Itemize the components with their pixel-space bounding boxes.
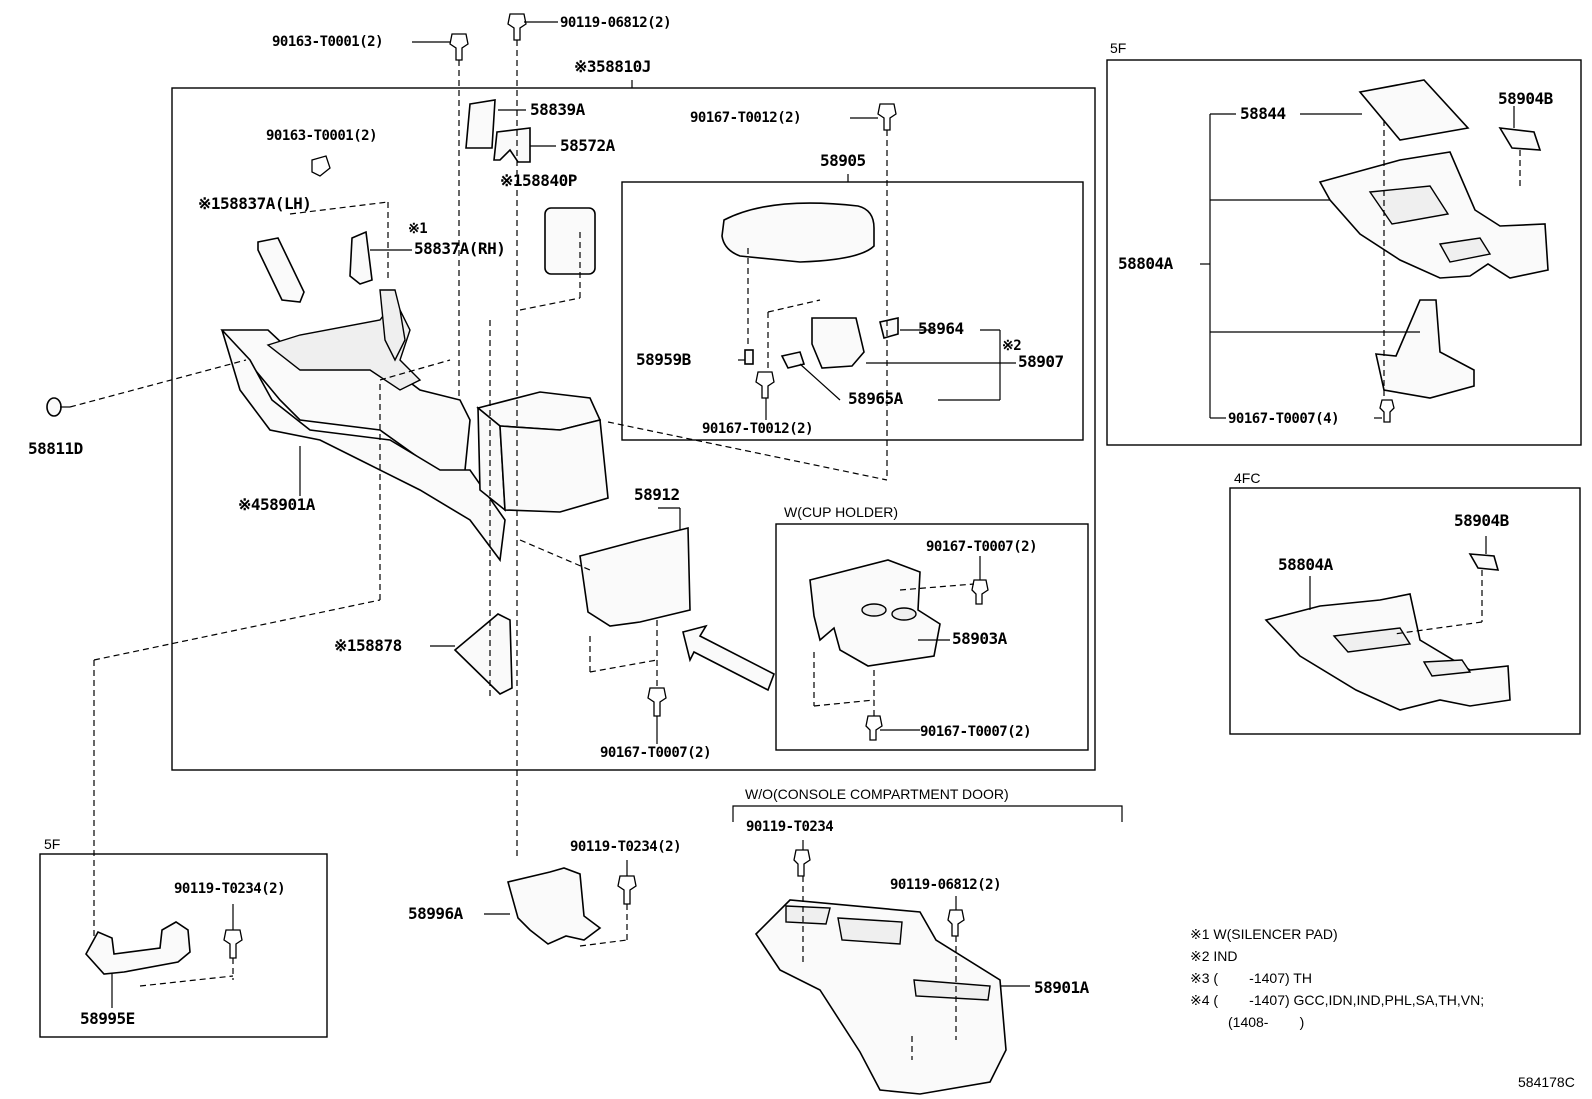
part-label-58804A-5f: 58804A (1118, 254, 1173, 273)
5f-bracket-frame (39, 853, 328, 1038)
part-label-58839A: 58839A (530, 100, 585, 119)
part-label-90119-06812-wo: 90119-06812(2) (890, 877, 1002, 893)
part-label-58905: 58905 (820, 151, 866, 170)
part-label-90163-top: 90163-T0001(2) (272, 34, 384, 50)
part-label-58837A-lh: ※158837A(LH) (198, 194, 312, 213)
part-label-90119-T0234-center: 90119-T0234(2) (570, 839, 682, 855)
variant-label-5f-bottom: 5F (44, 836, 61, 852)
part-label-90119-top: 90119-06812(2) (560, 15, 672, 31)
part-label-58907: 58907 (1018, 352, 1064, 371)
part-label-90167-T0012-bot: 90167-T0012(2) (702, 421, 814, 437)
main-assembly-frame (171, 87, 1096, 771)
console-58901A-wo (754, 899, 1007, 1095)
variant-label-5f-top: 5F (1110, 40, 1127, 56)
figure-id: 584178C (1518, 1074, 1575, 1090)
shift-boot (1374, 299, 1475, 399)
5f-variant-frame (1106, 59, 1582, 446)
clip-58904B-4fc (1468, 553, 1500, 571)
bracket-58964 (879, 317, 899, 339)
note-4: ※4 ( -1407) GCC,IDN,IND,PHL,SA,TH,VN; (1190, 992, 1485, 1008)
note-3: ※3 ( -1407) TH (1190, 970, 1312, 986)
silencer-pad-58878 (453, 613, 513, 695)
note-1: ※1 W(SILENCER PAD) (1190, 926, 1338, 942)
part-58572A (493, 127, 531, 163)
part-label-58844: 58844 (1240, 104, 1286, 123)
part-label-90167-T0007-cup-top: 90167-T0007(2) (926, 539, 1038, 555)
rear-panel-58912 (579, 526, 691, 627)
part-label-90167-T0012-top: 90167-T0012(2) (690, 110, 802, 126)
armrest-lid-58905 (721, 202, 875, 263)
part-label-58912: 58912 (634, 485, 680, 504)
center-console-body (220, 289, 506, 563)
silencer-pad-58837A-lh (257, 237, 305, 303)
clip-58904B-5f (1498, 127, 1542, 151)
part-label-58837A-rh: 58837A(RH) (414, 239, 506, 258)
bracket-58995E (85, 921, 191, 975)
cup-holder-frame (775, 523, 1089, 751)
cup-holder-58903A (809, 559, 941, 667)
part-label-58996A: 58996A (408, 904, 463, 923)
part-label-58837A-rh-mark: ※1 (408, 221, 428, 237)
variant-label-4fc: 4FC (1234, 470, 1261, 486)
part-label-58572A: 58572A (560, 136, 615, 155)
bracket-58996A (507, 867, 602, 945)
silencer-pad-58840P (544, 207, 596, 275)
assembly-lines (69, 40, 1521, 1060)
variant-label-wo-console: W/O(CONSOLE COMPARTMENT DOOR) (745, 786, 1009, 802)
shift-bezel-58804A-5f (1318, 151, 1549, 279)
part-label-58964: 58964 (918, 319, 964, 338)
part-label-90167-T0007-5f: 90167-T0007(4) (1228, 411, 1340, 427)
part-label-58903A: 58903A (952, 629, 1007, 648)
part-label-58840P: ※158840P (500, 171, 577, 190)
plate-58965A (780, 351, 806, 369)
pin-58959B (744, 349, 754, 365)
part-label-58959B: 58959B (636, 350, 691, 369)
shift-bezel-58804A-4fc (1264, 593, 1511, 711)
armrest-detail-frame (621, 181, 1084, 441)
part-58839A (465, 99, 496, 149)
part-label-58804A-4fc: 58804A (1278, 555, 1333, 574)
note-2: ※2 IND (1190, 948, 1238, 964)
console-compartment (476, 391, 609, 513)
part-label-90119-T0234-wo: 90119-T0234 (746, 819, 834, 835)
4fc-variant-frame (1229, 487, 1581, 735)
part-label-58907-mark: ※2 (1002, 338, 1022, 354)
leader-lines (111, 21, 1515, 1008)
clip-58811D (46, 397, 70, 417)
part-label-58810J: ※358810J (574, 57, 651, 76)
part-label-90167-T0007-main: 90167-T0007(2) (600, 745, 712, 761)
part-label-58811D: 58811D (28, 439, 83, 458)
part-label-58904B-4fc: 58904B (1454, 511, 1509, 530)
shift-plate-58844 (1358, 79, 1470, 141)
part-label-58904B-5f: 58904B (1498, 89, 1553, 108)
part-label-58965A: 58965A (848, 389, 903, 408)
note-5: (1408- ) (1228, 1014, 1305, 1030)
variant-label-cup-holder: W(CUP HOLDER) (784, 504, 899, 520)
part-label-58901A-wo: 58901A (1034, 978, 1089, 997)
part-label-58995E: 58995E (80, 1009, 135, 1028)
silencer-pad-58837A-rh (349, 230, 373, 285)
part-label-90163-left: 90163-T0001(2) (266, 128, 378, 144)
part-label-90119-T0234-5f: 90119-T0234(2) (174, 881, 286, 897)
part-label-90167-T0007-cup-bot: 90167-T0007(2) (920, 724, 1032, 740)
part-label-58901A-main: ※458901A (238, 495, 315, 514)
bolts (223, 13, 1395, 959)
part-label-58878: ※158878 (334, 636, 402, 655)
hinge-58907 (811, 317, 865, 369)
cup-holder-arrow (682, 624, 775, 692)
